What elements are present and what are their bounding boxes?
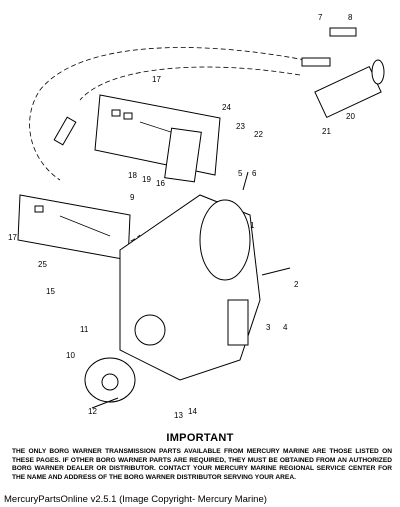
notice-heading: IMPORTANT — [166, 432, 234, 444]
callout-11: 11 — [80, 325, 89, 334]
notice-body: THE ONLY BORG WARNER TRANSMISSION PARTS … — [12, 448, 392, 481]
bolt — [91, 397, 119, 409]
stud — [261, 267, 291, 276]
callout-8: 8 — [348, 13, 353, 22]
transmission-housing — [119, 194, 261, 381]
exploded-parts-diagram: 1 2 3 4 5 6 7 8 9 10 11 12 13 14 15 16 1… — [8, 13, 385, 420]
callout-13: 13 — [174, 411, 183, 420]
callout-14: 14 — [188, 407, 197, 416]
callout-4: 4 — [283, 323, 288, 332]
cooler-fitting — [329, 27, 357, 37]
callout-24: 24 — [222, 103, 231, 112]
cooler-line-path-2 — [79, 66, 301, 101]
oil-cooler — [314, 59, 385, 119]
bolt — [242, 171, 249, 191]
footer-caption: MercuryPartsOnline v2.5.1 (Image Copyrig… — [4, 494, 267, 505]
callout-17-lower: 17 — [8, 233, 17, 242]
callout-1: 1 — [250, 221, 255, 230]
callout-5: 5 — [238, 169, 243, 178]
hose-kit-panel-lower — [17, 194, 131, 261]
callout-19: 19 — [142, 175, 151, 184]
cooler-line-path — [29, 47, 306, 181]
callout-16: 16 — [156, 179, 165, 188]
cooler-fitting — [301, 57, 331, 67]
callout-10: 10 — [66, 351, 75, 360]
mounting-bracket — [164, 127, 202, 183]
callout-15: 15 — [46, 287, 55, 296]
callout-25: 25 — [38, 260, 47, 269]
callout-17: 17 — [152, 75, 161, 84]
callout-20: 20 — [346, 112, 355, 121]
callout-7: 7 — [318, 13, 323, 22]
callout-18: 18 — [128, 171, 137, 180]
callout-21: 21 — [322, 127, 331, 136]
callout-3: 3 — [266, 323, 271, 332]
callout-22: 22 — [254, 130, 263, 139]
callout-23: 23 — [236, 122, 245, 131]
pump-hub — [84, 357, 136, 403]
callout-6: 6 — [252, 169, 257, 178]
callout-12: 12 — [88, 407, 97, 416]
cooler-fitting — [53, 116, 77, 146]
callout-2: 2 — [294, 280, 299, 289]
callout-9: 9 — [130, 193, 135, 202]
